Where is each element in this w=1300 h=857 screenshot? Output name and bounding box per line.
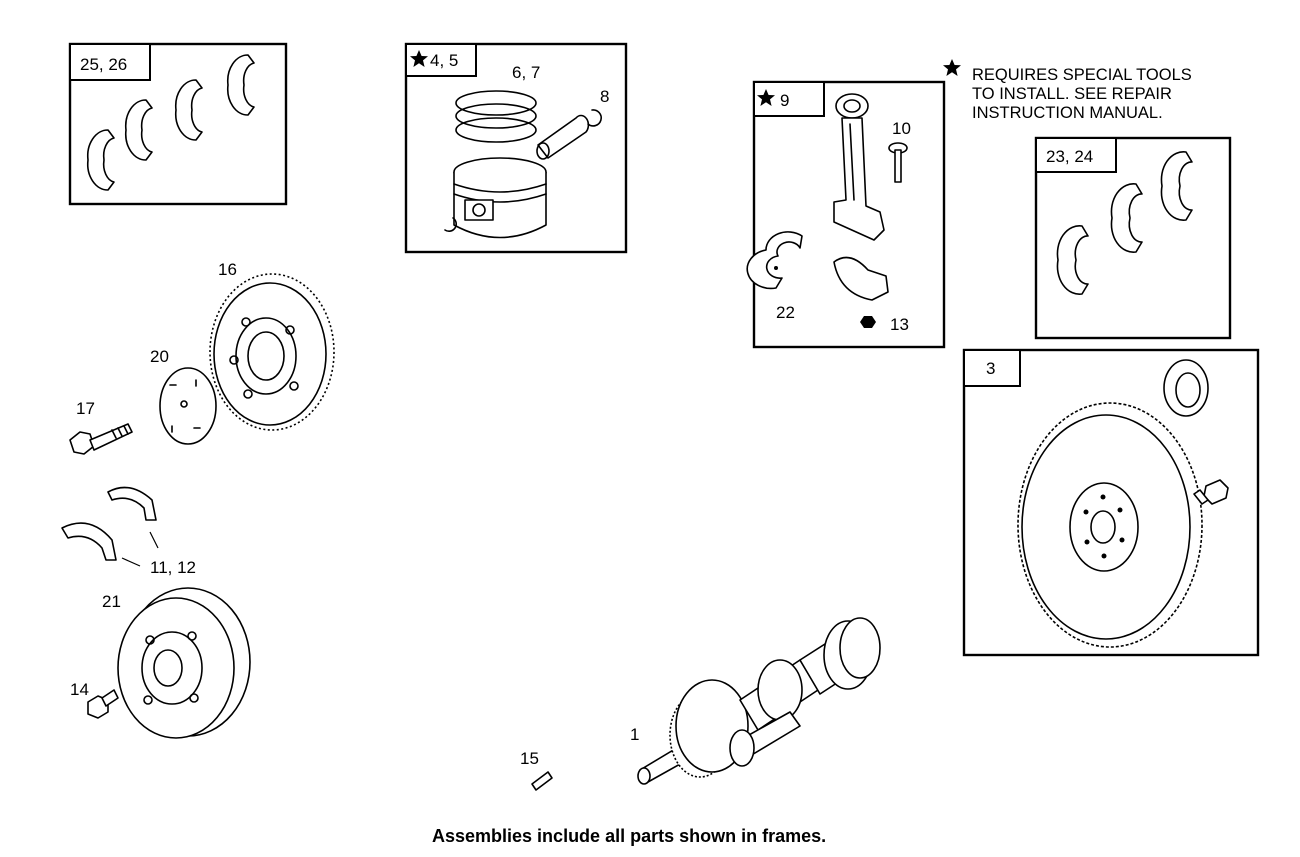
connecting-rod-icon [833, 93, 885, 241]
crankshaft-icon [637, 617, 881, 785]
frame-label-25-26: 25, 26 [80, 55, 127, 74]
flywheel-bolt-icon [1193, 479, 1229, 505]
snap-ring-icon [444, 217, 457, 233]
frame-flywheel: 3 [962, 348, 1260, 657]
rod-bearing-icon [746, 231, 803, 290]
frame-label-23-24: 23, 24 [1046, 147, 1093, 166]
nut-icon [860, 316, 876, 328]
thrust-washer-icon [61, 486, 157, 561]
special-tools-note: REQUIRES SPECIAL TOOLS TO INSTALL. SEE R… [943, 59, 1192, 122]
callout-10: 10 [892, 119, 911, 138]
callout-20: 20 [150, 347, 169, 366]
gear-bolt-icon [69, 423, 133, 455]
frame-label-3: 3 [986, 359, 995, 378]
damper-bolt-icon [87, 689, 119, 719]
bearing-shell-icon [1056, 151, 1193, 295]
crankshaft-gear-icon [209, 273, 335, 431]
frame-border [752, 80, 946, 349]
callout-11-12: 11, 12 [150, 558, 196, 577]
flywheel-icon [1017, 402, 1203, 648]
note-line-3: INSTRUCTION MANUAL. [972, 104, 1163, 122]
frame-border [68, 42, 288, 206]
callout-15: 15 [520, 749, 539, 768]
callout-1: 1 [630, 725, 639, 744]
note-line-2: TO INSTALL. SEE REPAIR [972, 85, 1172, 103]
pilot-bearing-icon [1163, 359, 1209, 417]
piston-icon [453, 157, 547, 239]
callout-21: 21 [102, 592, 121, 611]
callout-17: 17 [76, 399, 95, 418]
snap-ring-icon [587, 109, 602, 127]
piston-pin-icon [536, 114, 590, 160]
frame-piston: 4, 5 6, 7 8 [404, 42, 628, 254]
frame-tab [963, 349, 1021, 387]
frame-label-9: 9 [780, 91, 789, 110]
rod-bolt-icon [888, 142, 908, 183]
frame-main-bearings: 25, 26 [68, 42, 288, 206]
frame-tab [1035, 137, 1117, 173]
note-line-1: REQUIRES SPECIAL TOOLS [972, 66, 1192, 84]
callout-22: 22 [776, 303, 795, 322]
bearing-shell-icon [86, 54, 255, 191]
frame-border [404, 42, 628, 254]
piston-rings-icon [455, 90, 537, 143]
callout-16: 16 [218, 260, 237, 279]
frame-label-4-5: 4, 5 [430, 51, 458, 70]
rod-cap-icon [833, 256, 889, 301]
frame-tab [753, 81, 825, 117]
star-icon [943, 59, 961, 76]
callout-13: 13 [890, 315, 909, 334]
leader-line [121, 531, 159, 567]
plate-icon [159, 367, 217, 445]
callout-14: 14 [70, 680, 89, 699]
frame-tab [69, 43, 151, 81]
caption: Assemblies include all parts shown in fr… [432, 826, 826, 846]
frame-border [962, 348, 1260, 657]
frame-connecting-rod: 9 10 22 13 [746, 80, 946, 349]
frame-border [1034, 136, 1232, 340]
callout-8: 8 [600, 87, 609, 106]
callout-6-7: 6, 7 [512, 63, 540, 82]
damper-pulley-icon [117, 587, 251, 739]
dowel-pin-icon [531, 771, 553, 791]
frame-rod-bearings: 23, 24 [1034, 136, 1232, 340]
